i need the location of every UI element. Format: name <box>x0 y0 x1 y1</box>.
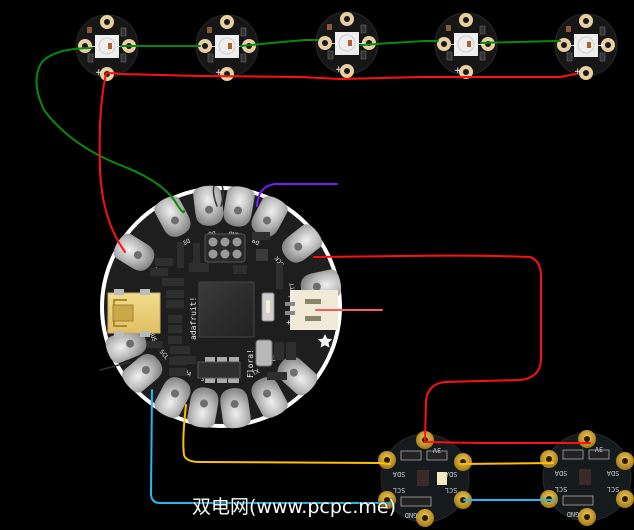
sensor-pad-label: SDA <box>444 470 457 478</box>
neopixel-pad[interactable] <box>198 39 212 53</box>
neopixel: + → → <box>554 13 618 80</box>
sensor-power-wire[interactable] <box>313 254 542 441</box>
model-silkscreen: Flora! <box>246 349 255 378</box>
neopixel-pad[interactable] <box>78 39 92 53</box>
battery-minus-label: - <box>287 292 292 301</box>
led-icon <box>437 472 447 485</box>
sensor-pad-label: SDA <box>606 469 619 477</box>
arrow-icon: → <box>358 39 365 48</box>
neopixel-pad[interactable] <box>459 13 473 27</box>
sensor-pad[interactable] <box>578 508 596 526</box>
sensor-board: 3V SDA SDA SCL SCL GND <box>540 430 634 526</box>
flora-pad[interactable]: D9 <box>151 193 195 246</box>
sensor-chip <box>417 470 429 486</box>
arrow-icon: → <box>211 42 218 51</box>
sensor-pad-label: SCL <box>607 485 620 493</box>
sensor-pad-label: SDA <box>554 469 567 477</box>
sensors: 3V SDA SDA SCL SCL GND 3V SDA SDA SCL SCL GND <box>378 430 634 527</box>
flora-board: 3.3VD9D6GNDD9SCKVBATTGNDTXRX3.3VSDASCLVB… <box>100 184 342 429</box>
sensor-pad-label: SDA <box>392 470 405 478</box>
neopixel-pad[interactable] <box>340 12 354 26</box>
adafruit-star-icon <box>317 334 333 348</box>
neopixel-pad[interactable] <box>340 64 354 78</box>
flora-pad[interactable]: D6 <box>192 184 225 237</box>
neopixel-pad[interactable] <box>459 65 473 79</box>
neopixel: + → → <box>315 11 379 78</box>
flora-pad-label: D9 <box>181 236 191 246</box>
scl-wire[interactable] <box>150 389 556 504</box>
neopixel-pad[interactable] <box>100 15 114 29</box>
sensor-pad-label: 3V <box>594 445 603 453</box>
arrow-icon: → <box>477 40 484 49</box>
wires <box>35 39 591 504</box>
sensor-pad[interactable] <box>616 490 634 508</box>
brand-silkscreen: adafruit! <box>189 297 198 340</box>
arrow-icon: → <box>597 41 604 50</box>
arrow-icon: → <box>91 42 98 51</box>
arrow-icon: → <box>570 41 577 50</box>
sda-wire[interactable] <box>182 404 554 465</box>
voltage-regulator-chip <box>197 357 241 383</box>
arrow-icon: → <box>331 39 338 48</box>
sensor-pad[interactable] <box>378 491 396 509</box>
watermark-text: 双电网(www.pcpc.me) <box>192 496 396 518</box>
plus-label: + <box>574 67 582 77</box>
regulator <box>256 249 268 261</box>
arrow-icon: → <box>450 40 457 49</box>
data-wire[interactable] <box>35 47 185 214</box>
battery-connector[interactable]: - + <box>285 290 338 330</box>
reset-button[interactable] <box>261 292 275 322</box>
smd-components <box>147 232 296 380</box>
sensor-pad-label: SCL <box>555 485 568 493</box>
crystal <box>255 339 273 367</box>
ground-wire <box>99 185 225 371</box>
sensor-power-chain[interactable] <box>424 441 591 444</box>
sensor-pad-label: 3V <box>432 446 441 454</box>
flora-pad[interactable]: TX <box>247 368 291 421</box>
plus-label: + <box>335 65 343 75</box>
neopixel-strand: +→→+→→+→→+→→+→→ <box>75 11 618 81</box>
sensor-pad[interactable] <box>454 453 472 471</box>
switch-wire[interactable] <box>256 183 338 207</box>
sensor-pad[interactable] <box>616 452 634 470</box>
neopixel-pad[interactable] <box>579 66 593 80</box>
sensor-pad-label: SCL <box>445 486 458 494</box>
usb-connector[interactable] <box>107 289 161 337</box>
neopixel-pad[interactable] <box>579 14 593 28</box>
plus-label: + <box>95 68 103 78</box>
flora-pad-label: D6 <box>208 229 216 237</box>
neopixel-pad[interactable] <box>437 37 451 51</box>
neopixel-pad[interactable] <box>220 15 234 29</box>
neopixel-power-chain[interactable] <box>105 72 577 80</box>
sensor-pad-label: SCL <box>393 486 406 494</box>
neopixel-pad[interactable] <box>318 36 332 50</box>
neopixel: + → → <box>434 12 498 79</box>
sensor-pad[interactable] <box>578 430 596 448</box>
flora-pad-label: TX <box>251 368 261 378</box>
flora-pad[interactable]: D9 <box>247 193 291 246</box>
sensor-pad-label: GND <box>567 510 580 518</box>
battery-plus-label: + <box>286 318 291 327</box>
icsp-header <box>204 233 246 263</box>
plus-label: + <box>215 68 223 78</box>
sensor-pad[interactable] <box>540 450 558 468</box>
neopixel: +→→ <box>75 14 139 81</box>
sensor-pad[interactable] <box>416 509 434 527</box>
plus-label: + <box>454 66 462 76</box>
neopixel-power-wire[interactable] <box>98 73 126 253</box>
microcontroller-chip <box>198 281 255 338</box>
sensor-pad[interactable] <box>378 451 396 469</box>
flora-pad-label: D9 <box>251 236 261 246</box>
neopixel: +→→ <box>195 14 259 81</box>
sensor-chip <box>579 469 591 485</box>
neopixel-data-chain <box>120 39 561 47</box>
sensor-pad-label: GND <box>405 511 418 519</box>
neopixel-pad[interactable] <box>601 38 615 52</box>
